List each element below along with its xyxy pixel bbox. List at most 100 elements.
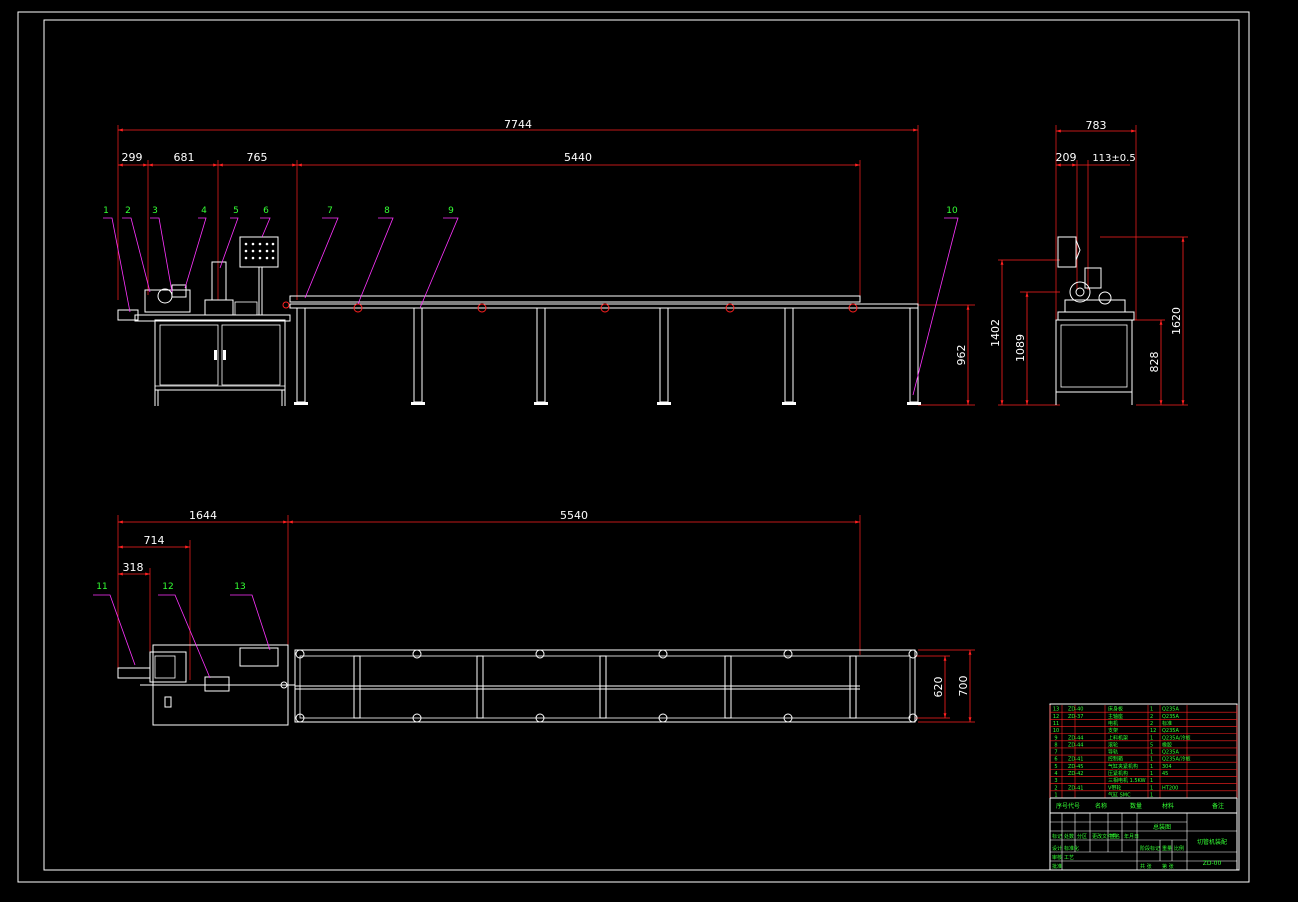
title-block-label: 处数: [1064, 833, 1074, 840]
title-block-label: 标准化: [1064, 845, 1079, 852]
parts-no: 10: [1053, 728, 1059, 734]
parts-qty: 12: [1150, 728, 1156, 734]
parts-no: 13: [1053, 707, 1059, 713]
dim-113: 113±0.5: [1092, 153, 1135, 164]
machine-name: 切管机装配: [1197, 838, 1227, 846]
dim-700: 700: [957, 676, 970, 697]
drawing-name: 总装图: [1153, 823, 1171, 831]
conveyor-rail: [289, 295, 861, 303]
title-block-label: 共 张: [1140, 863, 1152, 870]
parts-qty: 1: [1150, 793, 1153, 799]
title-block-label: 审核: [1052, 854, 1062, 861]
title-block-label: 标记: [1052, 833, 1062, 840]
dim-714: 714: [144, 534, 165, 547]
parts-qty: 1: [1150, 750, 1153, 756]
parts-material: HT200: [1162, 785, 1178, 791]
title-block-label: 签名: [1110, 833, 1120, 840]
callout-1: 1: [103, 206, 109, 216]
parts-name: 气缸夹紧机构: [1108, 763, 1138, 770]
callout-4: 4: [201, 206, 207, 216]
dim-828: 828: [1148, 352, 1161, 373]
parts-no: 12: [1053, 714, 1059, 720]
dim-5540: 5540: [560, 509, 588, 522]
parts-material: Q235A: [1162, 750, 1179, 756]
parts-no: 6: [1054, 757, 1057, 763]
parts-no: 1: [1054, 793, 1057, 799]
parts-name: 电机: [1108, 720, 1118, 727]
dim-318: 318: [123, 561, 144, 574]
parts-qty: 1: [1150, 707, 1153, 713]
callout-11: 11: [96, 582, 107, 592]
parts-name: 滚轮: [1108, 741, 1118, 748]
callout-8: 8: [384, 206, 390, 216]
drawing-number: ZD-00: [1203, 860, 1222, 867]
parts-header-cell: 序号: [1056, 802, 1068, 810]
callout-13: 13: [234, 582, 245, 592]
parts-code: ZD-41: [1068, 785, 1083, 791]
cabinet: [154, 319, 286, 391]
title-block-label: 重量: [1162, 845, 1172, 852]
parts-no: 5: [1054, 764, 1057, 770]
inner-frame: [43, 19, 1240, 871]
dim-620: 620: [932, 677, 945, 698]
title-block-label: 设计: [1052, 845, 1062, 852]
parts-name: 控制箱: [1108, 756, 1123, 763]
parts-code: ZD-41: [1068, 757, 1083, 763]
title-block-label: 年月日: [1124, 833, 1139, 840]
dim-299: 299: [122, 151, 143, 164]
top-view: 1644 5540 714 318 620 700: [93, 509, 975, 726]
parts-name: V带轮: [1108, 784, 1121, 791]
parts-qty: 1: [1150, 757, 1153, 763]
dim-1402: 1402: [989, 319, 1002, 347]
callout-3: 3: [152, 206, 158, 216]
parts-name: 压紧机构: [1108, 770, 1128, 777]
dim-1620: 1620: [1170, 307, 1183, 335]
dim-962: 962: [955, 345, 968, 366]
parts-name: 支架: [1108, 727, 1118, 734]
parts-code: ZD-40: [1068, 707, 1083, 713]
dim-765: 765: [247, 151, 268, 164]
title-block-label: 工艺: [1064, 855, 1074, 861]
parts-qty: 2: [1150, 721, 1153, 727]
title-block-label: 更改文件号: [1092, 833, 1117, 840]
parts-qty: 1: [1150, 735, 1153, 741]
parts-code: ZD-44: [1068, 742, 1083, 748]
title-block-label: 比例: [1174, 845, 1184, 852]
callout-9: 9: [448, 206, 454, 216]
parts-material: 45: [1162, 771, 1168, 777]
parts-qty: 1: [1150, 785, 1153, 791]
parts-no: 7: [1054, 750, 1057, 756]
parts-qty: 1: [1150, 764, 1153, 770]
parts-code: ZD-45: [1068, 764, 1083, 770]
callout-5: 5: [233, 206, 239, 216]
front-view: 7744 299 681 765 5440 962: [103, 118, 975, 406]
parts-no: 8: [1054, 742, 1057, 748]
parts-name: 上料机架: [1108, 734, 1128, 741]
parts-qty: 5: [1150, 742, 1153, 748]
dim-783: 783: [1086, 119, 1107, 132]
parts-code: ZD-37: [1068, 714, 1083, 720]
title-block-label: 分区: [1077, 833, 1087, 840]
parts-header-cell: 代号: [1068, 802, 1080, 810]
parts-qty: 1: [1150, 778, 1153, 784]
title-block-label: 阶段标记: [1140, 845, 1160, 852]
parts-material: Q235A: [1162, 707, 1179, 713]
callout-10: 10: [946, 206, 958, 216]
parts-no: 9: [1054, 735, 1057, 741]
parts-name: 床身板: [1108, 706, 1123, 713]
dim-5440: 5440: [564, 151, 592, 164]
parts-no: 11: [1053, 721, 1059, 727]
parts-material: 橡胶: [1162, 741, 1172, 748]
parts-no: 4: [1054, 771, 1057, 777]
callout-6: 6: [263, 206, 269, 216]
callout-2: 2: [125, 206, 131, 216]
parts-qty: 1: [1150, 771, 1153, 777]
parts-code: ZD-42: [1068, 771, 1083, 777]
dim-1644: 1644: [189, 509, 217, 522]
title-block-label: 第 张: [1162, 863, 1174, 870]
parts-material: Q235A: [1162, 714, 1179, 720]
callout-12: 12: [162, 582, 173, 592]
side-view: 783 209 113±0.5 1402 1089 828 1620: [989, 119, 1188, 406]
